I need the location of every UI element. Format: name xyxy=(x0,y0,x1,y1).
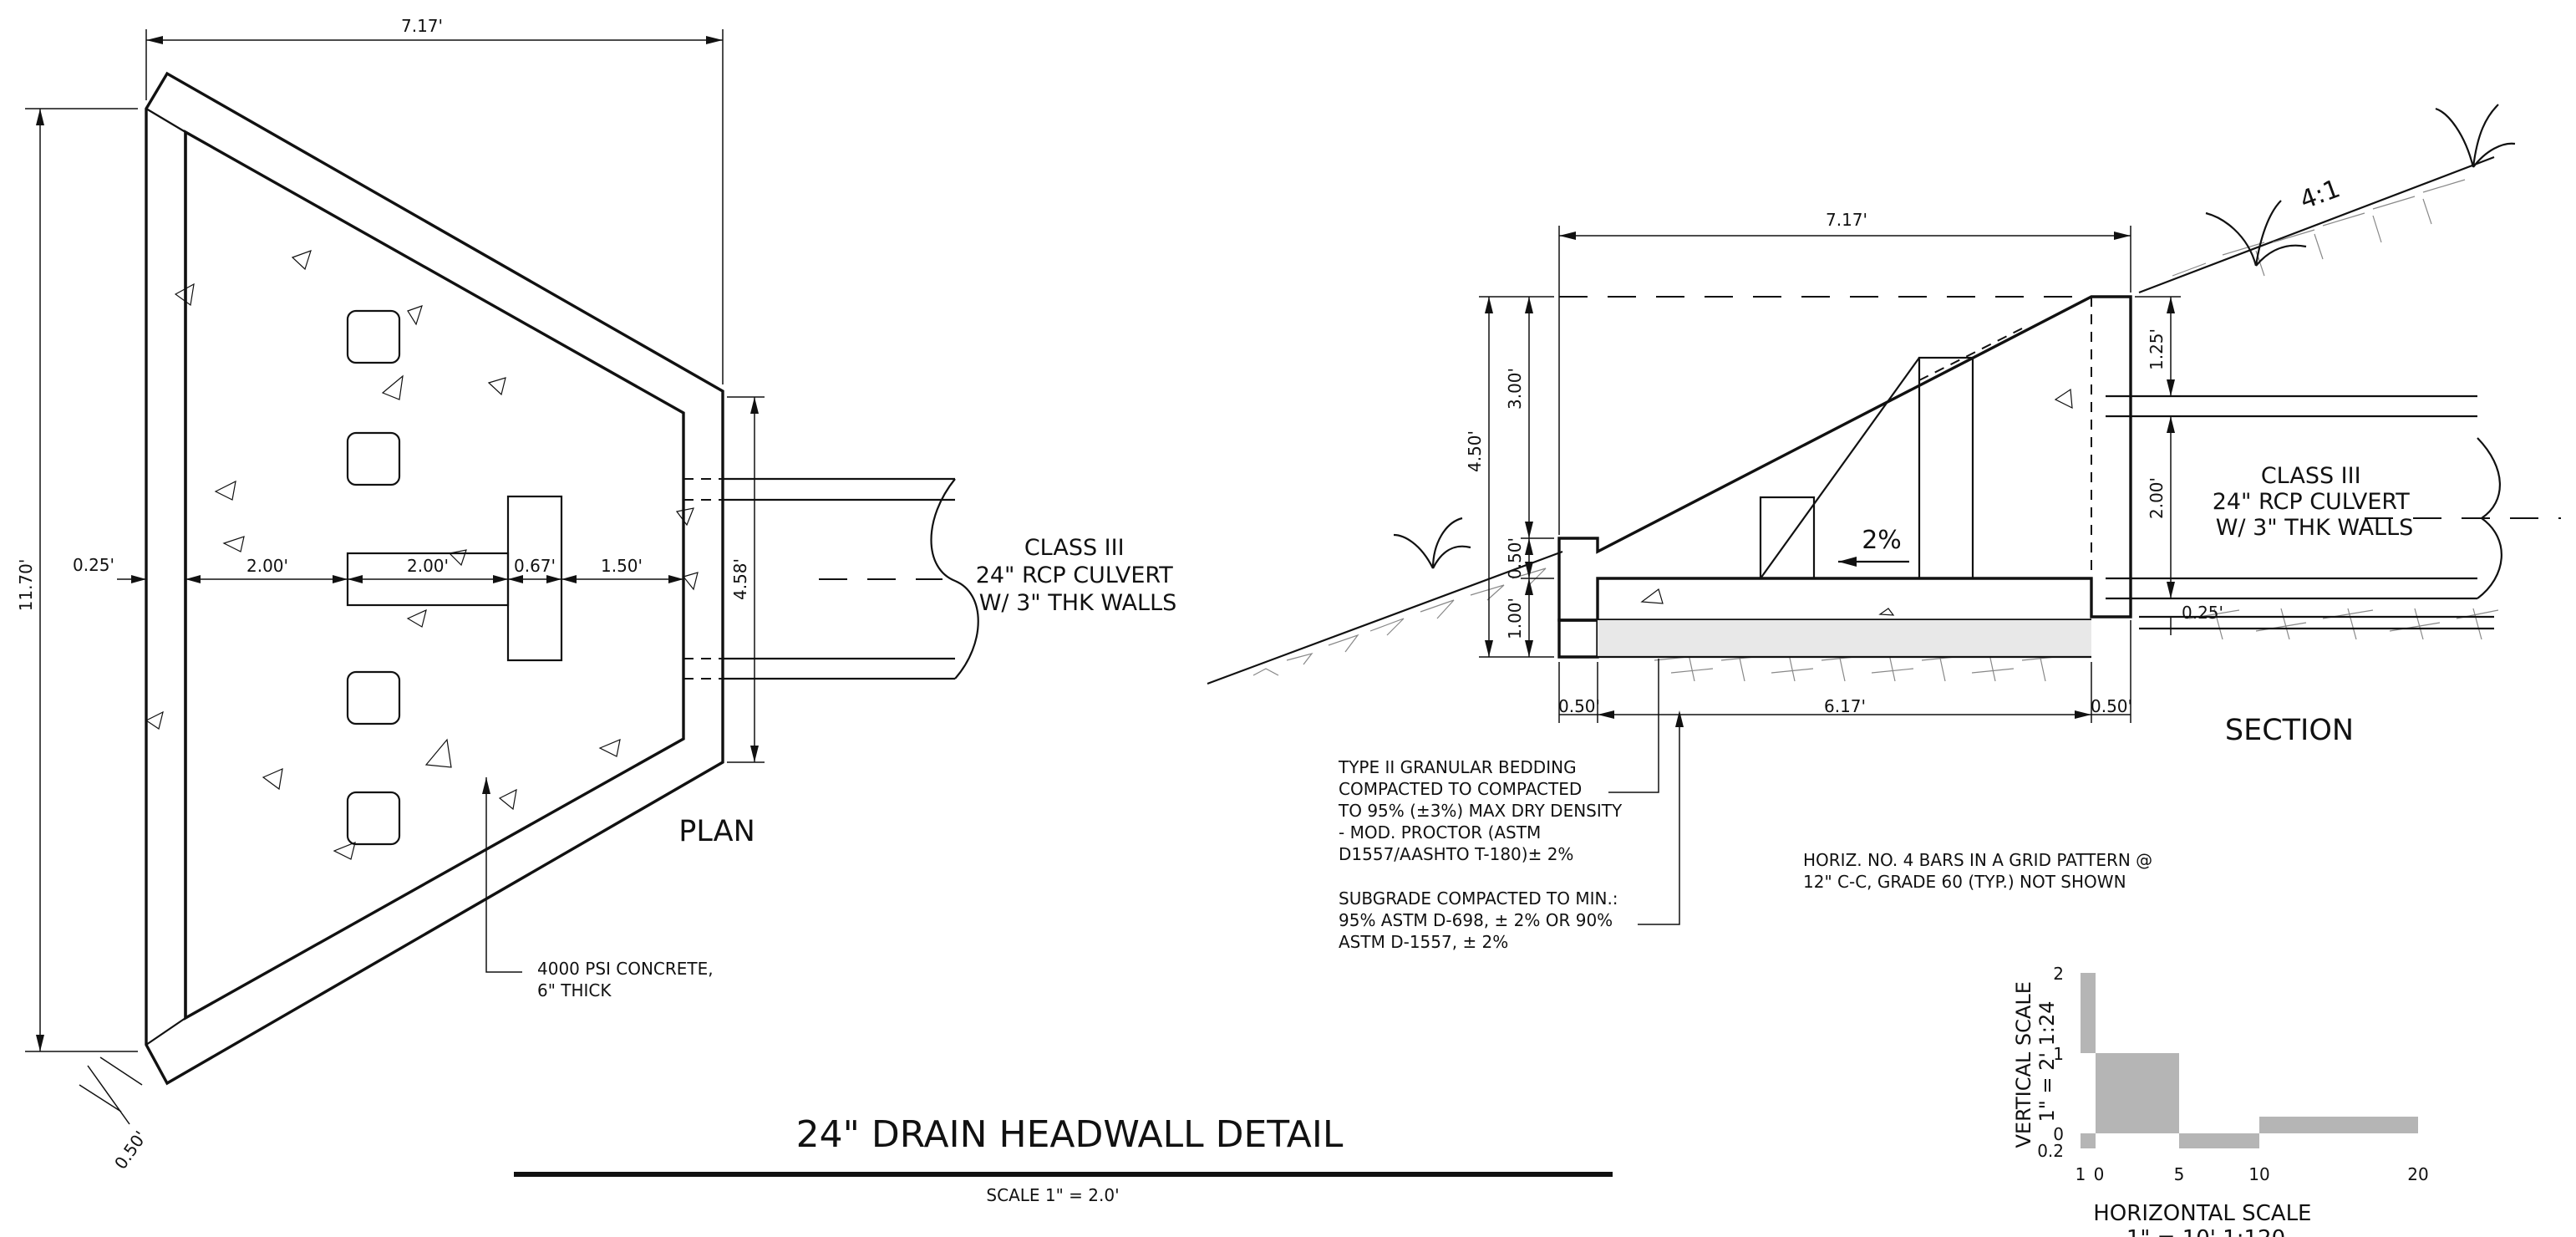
plan-dim-d2: 2.00' xyxy=(407,556,449,576)
plan-dim-corner: 0.50' xyxy=(110,1128,150,1173)
scale-bar: 2 1 0 0.2 1 0 5 10 20 VERTICAL SCALE 1" … xyxy=(2012,964,2429,1237)
plan-dim-d1: 2.00' xyxy=(246,556,288,576)
section-dim-r2: 2.00' xyxy=(2147,477,2167,519)
h-tick-10: 10 xyxy=(2248,1164,2269,1184)
v-tick-0-2: 0.2 xyxy=(2037,1141,2064,1161)
section-dim-b2: 6.17' xyxy=(1824,696,1866,716)
section-dim-total-height: 4.50' xyxy=(1465,430,1485,472)
section-view: 2% 7.17' xyxy=(1207,104,2561,925)
plan-concrete-note: 4000 PSI CONCRETE, 6" THICK xyxy=(537,959,719,1000)
h-tick-0: 0 xyxy=(2094,1164,2105,1184)
v-tick-2: 2 xyxy=(2053,964,2064,984)
grass-icon xyxy=(2205,200,2307,267)
weep-hole xyxy=(346,791,401,846)
plan-dim-d4: 1.50' xyxy=(601,556,643,576)
subgrade-note: SUBGRADE COMPACTED TO MIN.: 95% ASTM D-6… xyxy=(1339,888,1623,952)
section-dim-b1: 0.50' xyxy=(1558,696,1600,716)
plan-dim-d3: 0.67' xyxy=(514,556,556,576)
grass-icon xyxy=(2435,104,2516,168)
section-slope: 4:1 xyxy=(2296,174,2344,215)
section-dim-h1: 3.00' xyxy=(1505,368,1525,410)
plan-dim-top-width: 7.17' xyxy=(401,16,443,36)
h-tick-1: 1 xyxy=(2076,1164,2086,1184)
ground-left xyxy=(1207,550,1563,685)
scale-block xyxy=(2096,1053,2179,1133)
plan-outline xyxy=(145,71,724,1086)
v-tick-1: 1 xyxy=(2053,1044,2064,1064)
section-culvert-note: CLASS III 24" RCP CULVERT W/ 3" THK WALL… xyxy=(2213,463,2417,541)
v-tick-0: 0 xyxy=(2053,1124,2064,1144)
scale-block xyxy=(2259,1117,2418,1133)
bedding-note: TYPE II GRANULAR BEDDING COMPACTED TO CO… xyxy=(1338,757,1628,864)
ground-right xyxy=(2138,155,2495,294)
grass-icon xyxy=(1393,517,1471,569)
section-view-label: SECTION xyxy=(2225,714,2354,747)
plan-view: 7.17' 11.70' 0.25' 2.00' 2.00' 0.67' 1.5… xyxy=(16,16,1181,1173)
scale-block xyxy=(2081,1133,2096,1148)
dissipator-block xyxy=(506,495,563,662)
section-dim-top-width: 7.17' xyxy=(1826,210,1867,230)
weep-hole xyxy=(346,431,401,486)
section-dim-b3: 0.50' xyxy=(2091,696,2132,716)
scale-block xyxy=(2179,1133,2259,1148)
plan-view-label: PLAN xyxy=(678,815,755,848)
plan-dim-opening: 4.58' xyxy=(730,558,750,600)
section-dim-r3: 0.25' xyxy=(2182,603,2223,623)
scale-block xyxy=(2081,973,2096,1053)
section-grade: 2% xyxy=(1862,526,1902,555)
section-dim-h3: 1.00' xyxy=(1505,598,1525,639)
scale-note: SCALE 1" = 2.0' xyxy=(986,1185,1119,1205)
plan-culvert-note: CLASS III 24" RCP CULVERT W/ 3" THK WALL… xyxy=(976,535,1181,616)
h-tick-5: 5 xyxy=(2174,1164,2185,1184)
base-slab xyxy=(1557,618,1599,659)
concrete-aggregate xyxy=(145,250,699,860)
baffle-small xyxy=(1759,496,1816,580)
plan-dim-wall: 0.25' xyxy=(73,555,114,575)
vertical-scale-label: VERTICAL SCALE 1" = 2' 1:24 xyxy=(2012,975,2059,1148)
rebar-note: HORIZ. NO. 4 BARS IN A GRID PATTERN @ 12… xyxy=(1803,850,2158,892)
plan-dim-height: 11.70' xyxy=(16,559,36,612)
concrete-aggregate xyxy=(1640,388,2073,616)
weep-hole xyxy=(346,670,401,725)
weep-hole xyxy=(346,309,401,364)
plan-inner-outline xyxy=(184,130,685,1021)
section-dim-h2: 0.50' xyxy=(1505,537,1525,579)
horizontal-scale-label: HORIZONTAL SCALE 1" = 10' 1:120 xyxy=(2093,1201,2319,1237)
h-tick-20: 20 xyxy=(2407,1164,2428,1184)
section-dim-r1: 1.25' xyxy=(2147,328,2167,370)
headwall-body xyxy=(1557,295,2132,622)
baffle-large xyxy=(1918,356,1974,580)
drawing-title: 24" DRAIN HEADWALL DETAIL xyxy=(796,1113,1344,1156)
